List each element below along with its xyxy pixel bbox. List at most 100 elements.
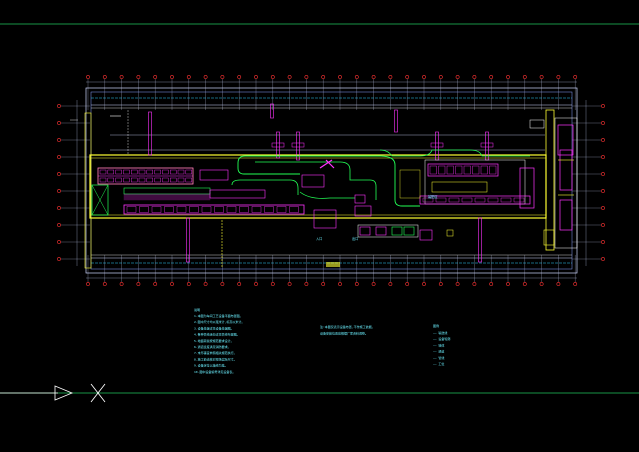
equipment-cell xyxy=(251,206,262,213)
axis-bubble xyxy=(506,282,510,286)
axis-bubble xyxy=(86,282,90,286)
axis-bubble xyxy=(506,75,510,79)
axis-bubble xyxy=(57,189,61,193)
general-notes: 说明 1.本图为车间工艺设备平面布置图。2.图中尺寸均以毫米计,标高以米计。3.… xyxy=(194,307,244,374)
axis-bubble xyxy=(220,75,225,79)
crane-column xyxy=(394,109,398,133)
axis-bubble xyxy=(601,223,605,227)
equipment-cell xyxy=(126,206,137,213)
equipment-cell xyxy=(99,177,107,183)
equipment-cell xyxy=(480,165,488,175)
equipment-cell xyxy=(226,206,237,213)
axis-bubble xyxy=(601,172,605,176)
note-line: 8.施工前请核对现场实际尺寸。 xyxy=(194,356,237,361)
equipment-cell xyxy=(162,169,169,175)
note-line: —— 输送线 xyxy=(433,330,447,335)
equipment-cell xyxy=(214,206,224,213)
middle-notes: 注:本图仅表示设备布置,不作施工依据。设备安装位置应根据厂家资料调整。 xyxy=(320,324,375,336)
axis-bubble xyxy=(102,282,107,286)
crane-column xyxy=(148,111,152,156)
axis-bubble xyxy=(438,75,443,79)
axis-bubble xyxy=(405,75,410,79)
axis-bubble xyxy=(254,75,258,79)
axis-bubble xyxy=(573,282,578,286)
equipment-cell xyxy=(139,206,149,213)
axis-bubble xyxy=(57,206,61,210)
equipment-cell xyxy=(487,197,499,203)
equipment-cell xyxy=(162,177,169,183)
axis-bubble xyxy=(304,282,309,286)
equipment-cell xyxy=(289,206,299,213)
note-line: 5.地面荷载按规范要求设计。 xyxy=(194,338,234,343)
equipment-cell xyxy=(146,177,154,183)
note-line: —— 管线 xyxy=(433,355,444,360)
equipment-cell xyxy=(154,169,161,175)
axis-bubble xyxy=(153,282,158,286)
legend-notes: 图例 —— 输送线—— 设备轮廓—— 墙体—— 通道—— 管线—— 工位 xyxy=(433,323,450,366)
axis-bubble xyxy=(338,75,342,79)
note-line: 7.未尽事宜参照相关规范执行。 xyxy=(194,350,237,355)
station-mark xyxy=(291,142,305,148)
axis-bubble xyxy=(472,282,477,286)
note-line: 1.本图为车间工艺设备平面布置图。 xyxy=(194,313,243,318)
right-annex xyxy=(529,117,578,249)
axis-bubble xyxy=(186,282,191,286)
crane-columns xyxy=(148,103,494,263)
axis-bubble xyxy=(57,223,61,227)
axis-bubble xyxy=(203,282,208,286)
axis-bubble xyxy=(57,240,61,244)
axis-bubble xyxy=(539,75,544,79)
equipment-cell xyxy=(177,169,185,175)
axis-bubble xyxy=(136,282,141,286)
equipment-cell xyxy=(115,169,122,175)
axis-bubble xyxy=(270,282,275,286)
axis-bubble xyxy=(136,75,141,79)
axis-bubble xyxy=(422,75,426,79)
crane-column xyxy=(478,217,482,263)
equipment-cell xyxy=(99,169,107,175)
axis-bubble xyxy=(304,75,309,79)
equipment-cell xyxy=(455,165,463,175)
axis-bubble xyxy=(573,75,578,79)
axis-bubble xyxy=(57,104,61,108)
axis-bubble xyxy=(270,75,275,79)
equipment-block-right xyxy=(399,159,535,209)
axis-bubble xyxy=(601,155,605,159)
axis-bubble xyxy=(556,75,561,79)
equipment-cell xyxy=(472,165,480,175)
crane-column xyxy=(186,217,190,263)
axis-bubble xyxy=(254,282,258,286)
equipment-cell xyxy=(169,177,177,183)
axis-bubble xyxy=(422,282,426,286)
small-label-3: 装配区 xyxy=(428,194,438,199)
equipment-cell xyxy=(185,177,193,183)
note-line: 3.设备基础详见设备基础图。 xyxy=(194,325,234,330)
axis-bubble xyxy=(405,282,410,286)
axis-bubbles-bottom xyxy=(86,282,578,286)
crane-column xyxy=(296,131,300,161)
equipment-cell xyxy=(438,165,446,175)
axis-bubble xyxy=(203,75,208,79)
equipment-cell xyxy=(130,177,138,183)
note-line: 6.通道宽度满足消防要求。 xyxy=(194,344,231,349)
note-line: 2.图中尺寸均以毫米计,标高以米计。 xyxy=(194,319,244,324)
equipment-cell xyxy=(513,197,525,203)
ucs-icon xyxy=(0,383,106,403)
note-line: 注:本图仅表示设备布置,不作施工依据。 xyxy=(320,324,375,329)
axis-bubble xyxy=(119,282,124,286)
axis-bubble xyxy=(601,104,605,108)
legend-title: 图例 xyxy=(433,323,439,328)
axis-bubble xyxy=(438,282,443,286)
axis-bubble xyxy=(57,121,61,125)
equipment-cell xyxy=(138,177,146,183)
equipment-cell xyxy=(500,197,512,203)
axis-bubble xyxy=(455,75,460,79)
equipment-cell xyxy=(201,206,212,213)
axis-bubble xyxy=(354,282,359,286)
note-line: 设备安装位置应根据厂家资料调整。 xyxy=(320,331,368,336)
axis-bubble xyxy=(489,282,494,286)
small-labels: 入口 出口 装配区 xyxy=(316,194,438,241)
axis-bubble xyxy=(57,155,61,159)
axis-bubble xyxy=(321,282,326,286)
